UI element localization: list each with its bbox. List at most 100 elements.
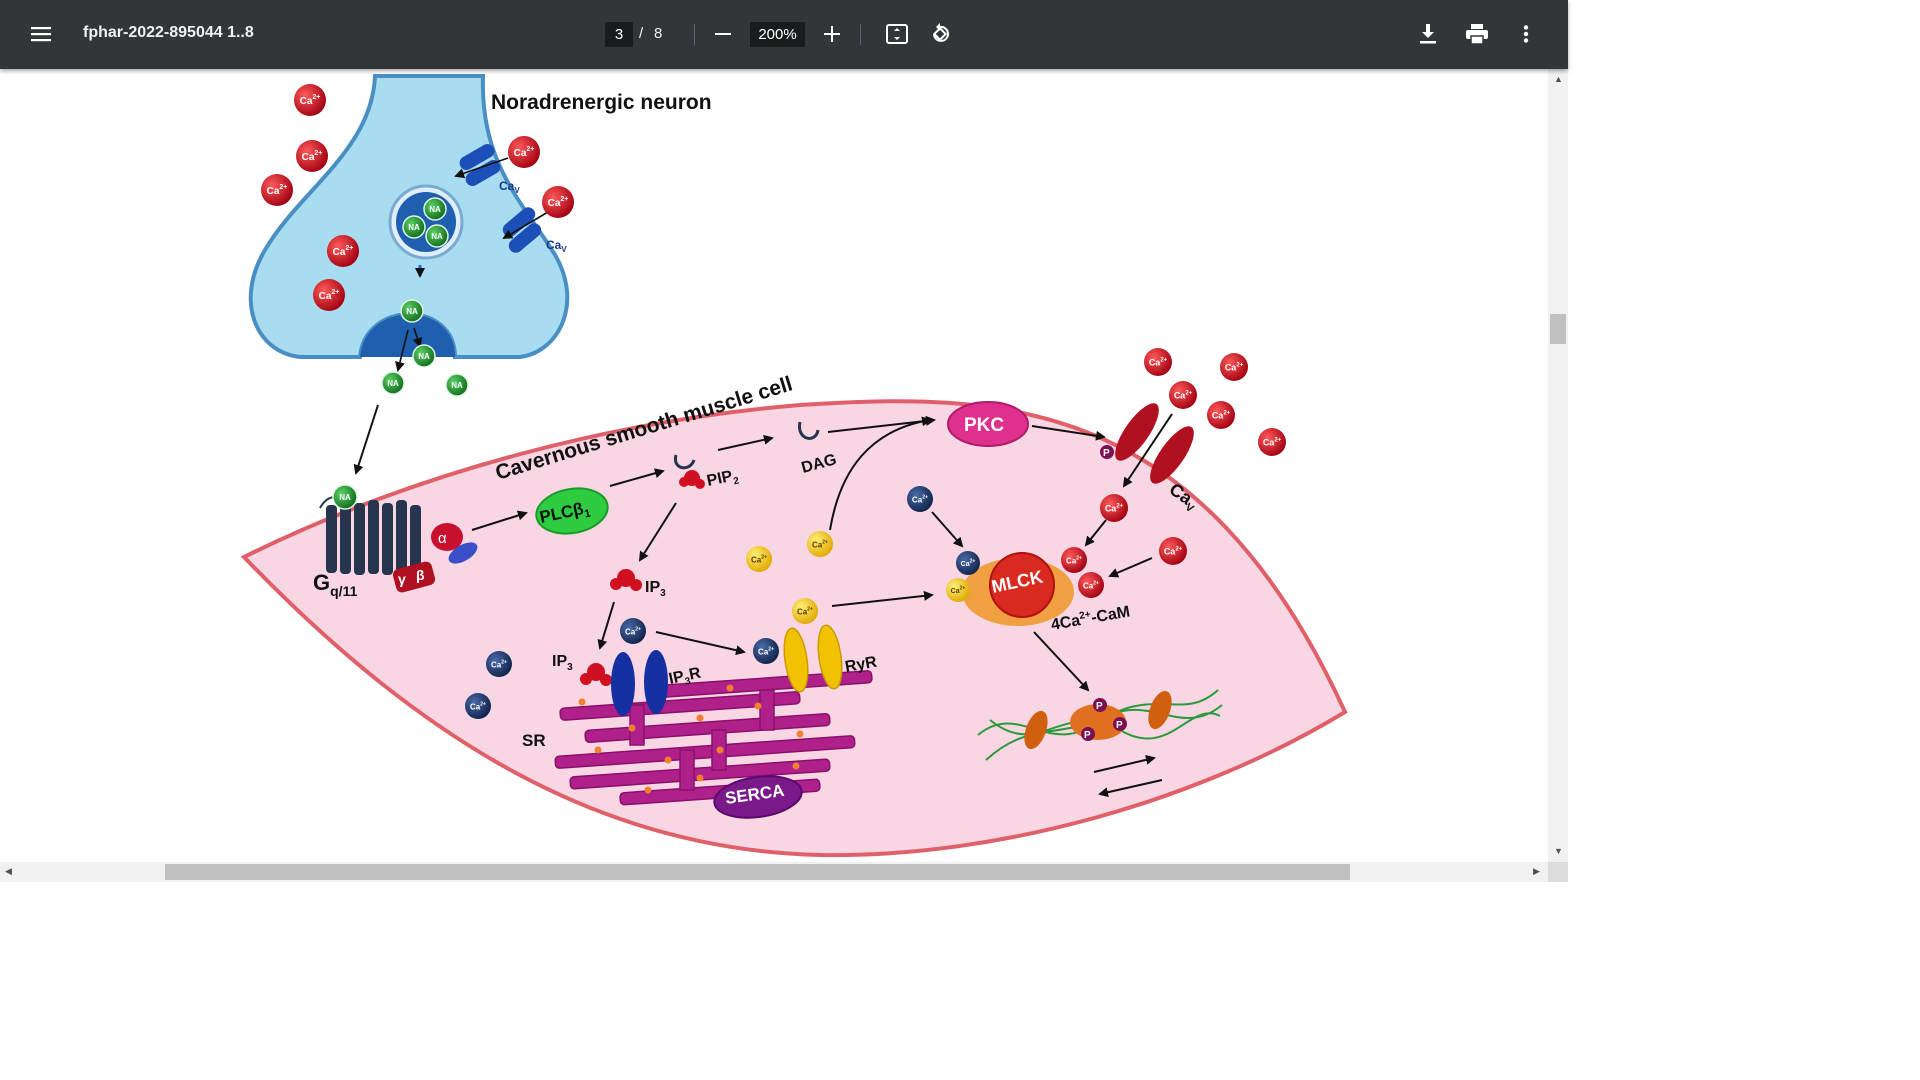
scroll-up-icon[interactable]: ▲ (1554, 74, 1563, 84)
cam-label: 4Ca2+-CaM (1050, 602, 1132, 634)
calcium-ion: Ca2+ (1207, 401, 1235, 429)
na-label: NA (418, 352, 430, 361)
ca-label: Ca2+ (319, 289, 340, 302)
vertical-scroll-thumb[interactable] (1550, 314, 1566, 344)
p-label: P (1116, 720, 1123, 731)
calcium-ion: Ca2+ (1061, 547, 1087, 573)
pdf-viewer: Noradrenergic neuron CaV CaV Cavernous s… (0, 69, 1548, 862)
contraction-arrow (1098, 779, 1163, 798)
toolbar-divider (860, 24, 861, 45)
ca-label: Ca2+ (961, 558, 976, 568)
scroll-left-icon[interactable]: ◀ (5, 866, 12, 876)
gdp-molecule (448, 542, 478, 564)
ip3-to-receptor-arrow (597, 601, 615, 650)
calcium-ion: Ca2+ (907, 486, 933, 512)
na-label: NA (451, 381, 463, 390)
ca-label: Ca2+ (812, 539, 828, 549)
pathway-figure: Noradrenergic neuron CaV CaV Cavernous s… (240, 74, 1348, 858)
phospho-p-badge (1113, 717, 1127, 731)
vertical-scrollbar[interactable] (1548, 69, 1568, 862)
ca-label: Ca2+ (1105, 503, 1124, 513)
more-vert-icon[interactable] (1506, 14, 1546, 54)
calcium-ion: Ca2+ (296, 140, 328, 172)
calcium-ion: Ca2+ (294, 84, 326, 116)
ca-label: Ca2+ (1174, 390, 1193, 400)
calcium-ion: Ca2+ (1144, 348, 1172, 376)
serca-pump (713, 775, 803, 819)
ca-release-arrow (831, 590, 934, 607)
hydrolysis-arrow (717, 434, 774, 451)
ca-to-cam-arrow (1084, 519, 1107, 547)
sr-label: SR (522, 731, 546, 750)
noradrenaline-molecule: NA (423, 197, 447, 221)
ca-influx-arrow (502, 211, 549, 240)
menu-icon[interactable] (21, 14, 61, 54)
print-icon[interactable] (1457, 14, 1497, 54)
noradrenaline-molecule: NA (445, 373, 469, 397)
calcium-ion: Ca2+ (542, 186, 574, 218)
ca-label: Ca2+ (758, 646, 774, 656)
calcium-ion: Ca2+ (261, 174, 293, 206)
gamma-label: γ (398, 571, 406, 587)
horizontal-scroll-thumb[interactable] (165, 864, 1350, 880)
ca-label: Ca2+ (514, 146, 535, 159)
ip3-bound-molecule (587, 663, 605, 681)
release-pocket (360, 314, 455, 357)
current-page-input[interactable]: 3 (605, 22, 633, 47)
toolbar-divider (694, 24, 695, 45)
calcium-ion: Ca2+ (1159, 537, 1187, 565)
scrollbar-corner (1548, 862, 1568, 882)
noradrenaline-molecule: NA (332, 484, 358, 510)
zoom-in-icon[interactable] (812, 14, 852, 54)
noradrenaline-molecule: NA (425, 224, 449, 248)
noradrenaline-molecule: NA (412, 344, 436, 368)
calcium-ion: Ca2+ (1078, 572, 1104, 598)
g-beta-gamma-subunit (392, 561, 436, 593)
ca-label: Ca2+ (302, 150, 323, 163)
na-label: NA (408, 223, 420, 232)
cav-channel-neuron-2 (502, 207, 542, 253)
ca-influx-arrow (454, 157, 509, 179)
hydrolysis-arrow (638, 502, 677, 562)
page-separator: / (639, 25, 644, 42)
zoom-out-icon[interactable] (703, 14, 743, 54)
calcium-ion: Ca2+ (1258, 428, 1286, 456)
pip2-label: PIP2 (705, 467, 740, 493)
na-label: NA (431, 232, 443, 241)
ca-label: Ca2+ (470, 701, 486, 711)
pkc-label: PKC (964, 415, 1004, 436)
ca-label: Ca2+ (1066, 555, 1082, 565)
gpcr-receptor (319, 496, 421, 575)
myosin-head (1148, 690, 1172, 730)
zoom-input[interactable]: 200% (750, 22, 805, 47)
calcium-ion: Ca2+ (465, 693, 491, 719)
ip3r-label: IP3R (667, 664, 703, 690)
ip3-label: IP3 (552, 653, 573, 673)
na-label: NA (339, 493, 351, 502)
mlc-phosphorylation-arrow (1033, 631, 1090, 692)
ca-label: Ca2+ (797, 606, 813, 616)
ca-label: Ca2+ (491, 659, 507, 669)
ryr-label: RyR (844, 654, 879, 676)
cav-label: CaV (499, 179, 520, 195)
ca-to-pkc-arrow (829, 416, 932, 531)
scroll-right-icon[interactable]: ▶ (1533, 866, 1540, 876)
gq-label: Gq/11 (313, 570, 358, 599)
phospho-p-badge (1081, 727, 1095, 741)
beta-label: β (416, 567, 425, 583)
mlck-enzyme (989, 552, 1055, 618)
ca-influx-arrow (1122, 413, 1173, 488)
na-release-arrow (395, 329, 409, 372)
scroll-down-icon[interactable]: ▼ (1554, 846, 1563, 856)
cicr-arrow (655, 631, 746, 656)
calcium-ion: Ca2+ (792, 598, 818, 624)
download-icon[interactable] (1408, 14, 1448, 54)
fit-page-icon[interactable] (877, 14, 917, 54)
ca-label: Ca2+ (267, 184, 288, 197)
na-label: NA (387, 379, 399, 388)
calcium-ion: Ca2+ (327, 235, 359, 267)
rotate-icon[interactable] (920, 14, 960, 54)
myosin-head (1024, 710, 1048, 750)
ip3-label: IP3 (645, 579, 666, 599)
ca-label: Ca2+ (751, 554, 767, 564)
